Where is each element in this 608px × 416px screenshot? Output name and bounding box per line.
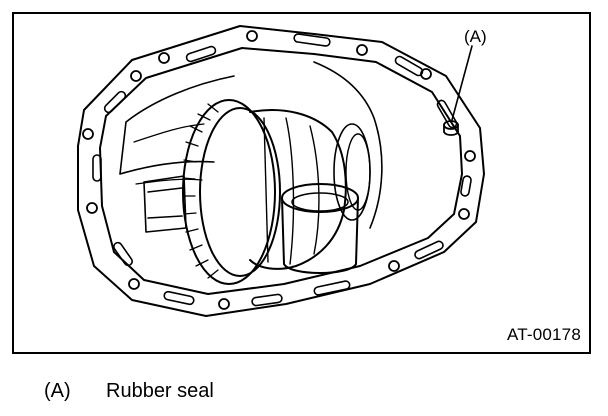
- figure-id: AT-00178: [506, 325, 581, 344]
- legend: (A) Rubber seal: [44, 381, 214, 401]
- figure-frame: (A) AT-00178: [12, 12, 591, 354]
- ring-gear: [182, 99, 281, 285]
- differential-case-ribs: [263, 117, 320, 265]
- legend-key-a: (A): [44, 380, 71, 402]
- case-inner-wall: [119, 61, 383, 229]
- case-flange-outline: [77, 25, 485, 317]
- rubber-seal-marker: [443, 120, 459, 136]
- transmission-case-diagram: [77, 25, 485, 317]
- callout-leader-line: [451, 45, 473, 121]
- cylindrical-sleeve: [281, 183, 359, 274]
- callout-label-a: (A): [464, 27, 487, 46]
- flange-slots: [92, 33, 472, 307]
- pinion-shaft: [143, 175, 187, 233]
- legend-description-a: Rubber seal: [106, 380, 214, 402]
- case-flange-inner-edge: [99, 47, 463, 295]
